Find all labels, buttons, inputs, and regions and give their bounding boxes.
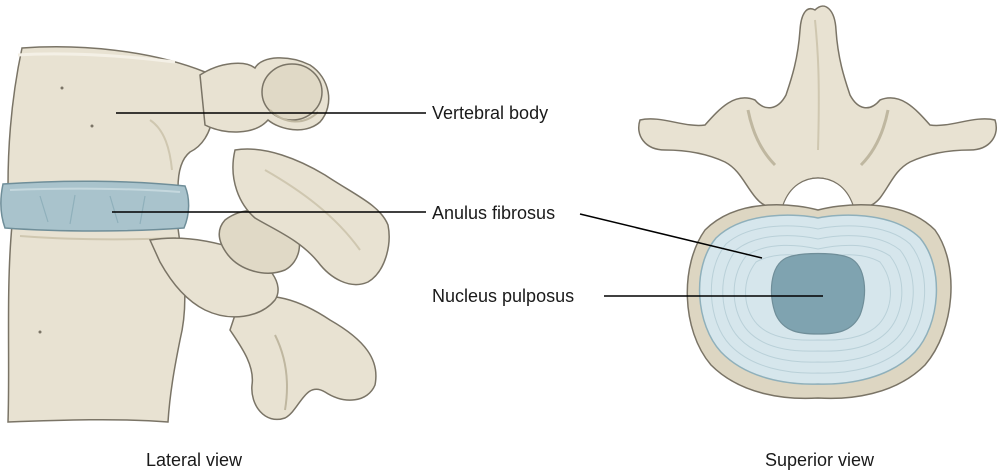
lower-vertebra	[7, 209, 377, 423]
label-nucleus-pulposus: Nucleus pulposus	[432, 286, 575, 306]
caption-lateral-view: Lateral view	[146, 450, 243, 470]
caption-superior-view: Superior view	[765, 450, 875, 470]
leader-line-anulus-superior	[579, 213, 763, 259]
nucleus-pulposus-core	[770, 252, 866, 335]
label-anulus-fibrosus: Anulus fibrosus	[432, 203, 556, 223]
lateral-disc	[0, 180, 190, 232]
leader-lines	[112, 112, 823, 297]
lateral-view-illustration	[0, 46, 390, 423]
label-vertebral-body: Vertebral body	[432, 103, 549, 123]
superior-view-illustration	[638, 5, 997, 400]
